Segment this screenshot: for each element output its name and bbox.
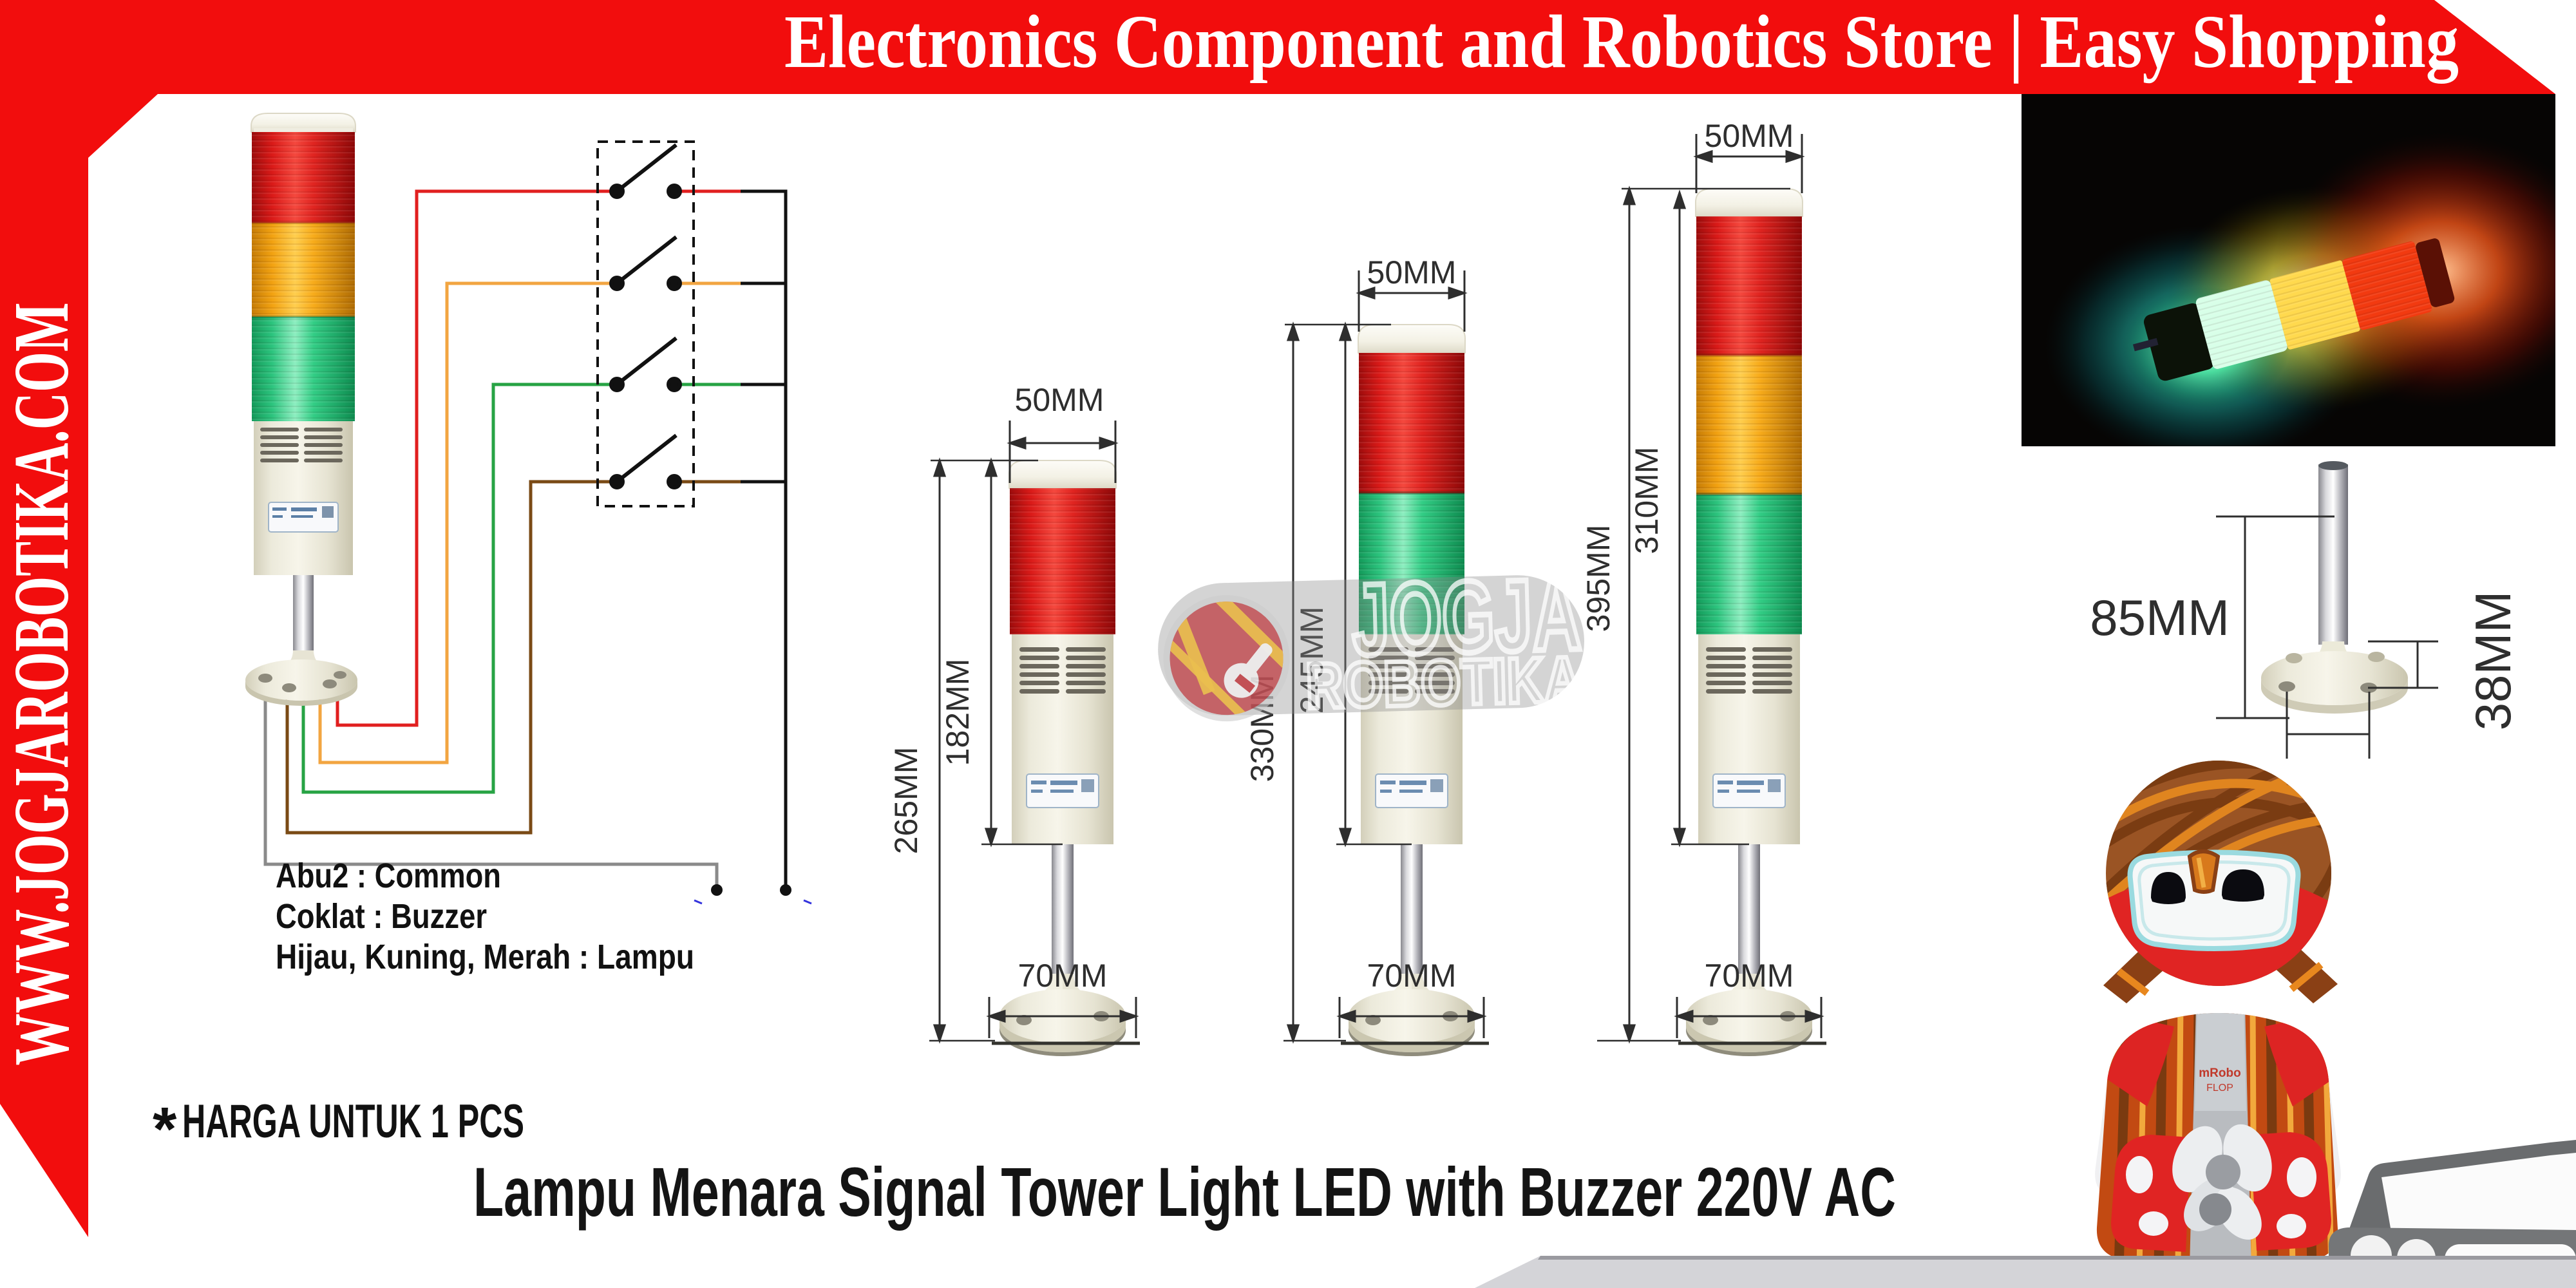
svg-text:85MM: 85MM <box>2090 589 2230 646</box>
svg-text:310MM: 310MM <box>1629 447 1665 554</box>
svg-text:WWW.JOGJAROBOTIKA.COM: WWW.JOGJAROBOTIKA.COM <box>0 303 85 1066</box>
svg-text:70MM: 70MM <box>1705 958 1794 994</box>
svg-text:ROBOTIKA: ROBOTIKA <box>1305 643 1582 723</box>
svg-text:50MM: 50MM <box>1015 382 1104 418</box>
svg-text:mRobo: mRobo <box>2199 1066 2240 1080</box>
svg-text:Lampu Menara Signal Tower Ligh: Lampu Menara Signal Tower Light LED with… <box>473 1153 1896 1231</box>
svg-text:70MM: 70MM <box>1367 958 1457 994</box>
svg-text:245MM: 245MM <box>1294 607 1330 714</box>
svg-text:70MM: 70MM <box>1018 958 1108 994</box>
svg-text:265MM: 265MM <box>888 747 924 855</box>
svg-text:Electronics Component and Robo: Electronics Component and Robotics Store… <box>784 0 2459 84</box>
svg-text:Hijau, Kuning, Merah : Lampu: Hijau, Kuning, Merah : Lampu <box>276 938 694 976</box>
svg-text:JOGJA: JOGJA <box>1350 558 1582 677</box>
svg-text:*: * <box>153 1095 177 1164</box>
svg-text:50MM: 50MM <box>1705 118 1794 154</box>
svg-text:FLOP: FLOP <box>2206 1083 2233 1094</box>
svg-text:Coklat : Buzzer: Coklat : Buzzer <box>276 897 487 936</box>
svg-text:38MM: 38MM <box>2465 591 2521 731</box>
svg-text:182MM: 182MM <box>940 659 976 766</box>
svg-text:395MM: 395MM <box>1580 525 1616 632</box>
svg-text:HARGA UNTUK 1 PCS: HARGA UNTUK 1 PCS <box>182 1095 524 1148</box>
svg-text:Abu2 : Common: Abu2 : Common <box>276 857 501 895</box>
svg-text:50MM: 50MM <box>1367 254 1457 290</box>
